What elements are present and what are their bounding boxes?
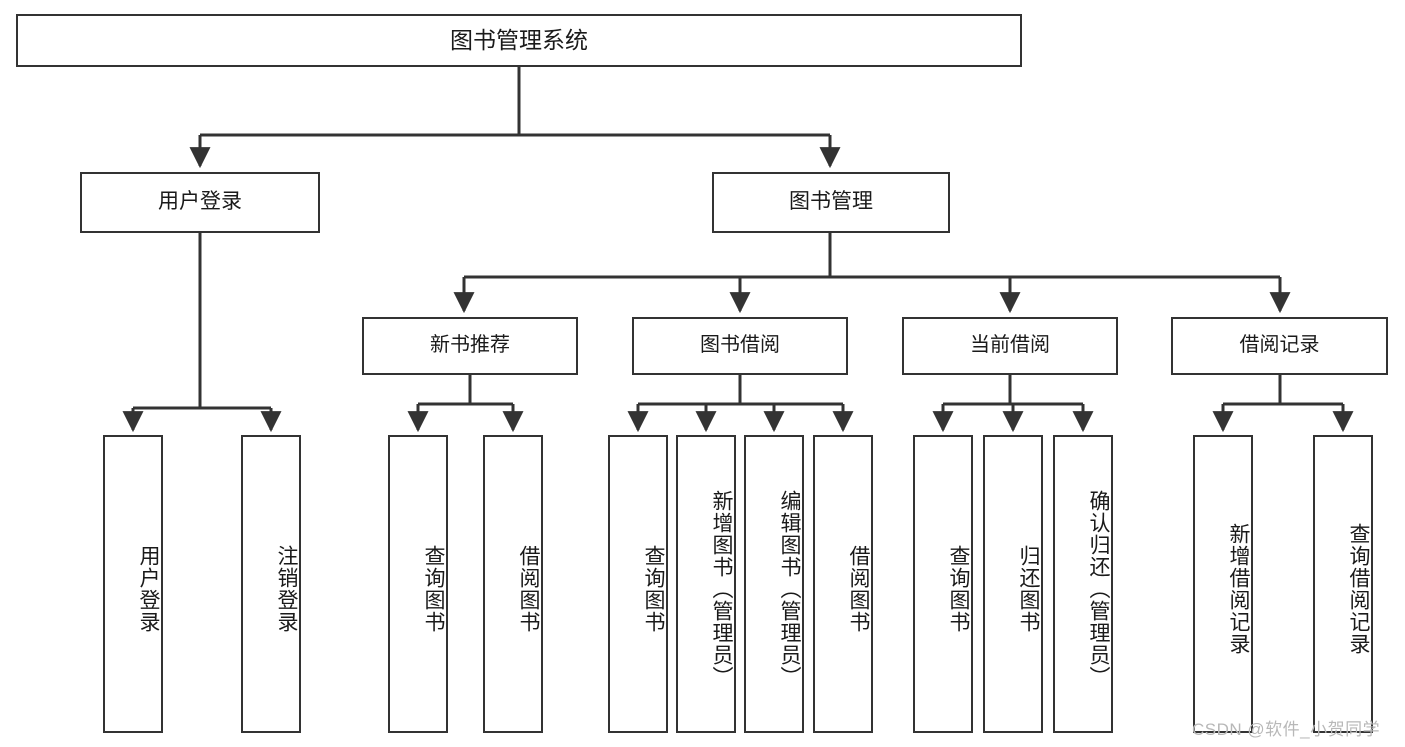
node-leaf-query-book-2-label: 查询图书 [642, 545, 665, 633]
node-leaf-query-book-2[interactable]: 查询图书 [608, 435, 668, 733]
node-new-book-recommend-label: 新书推荐 [430, 334, 510, 357]
node-leaf-borrow-book-2[interactable]: 借阅图书 [813, 435, 873, 733]
node-new-book-recommend[interactable]: 新书推荐 [362, 317, 578, 375]
node-user-login[interactable]: 用户登录 [80, 172, 320, 233]
node-leaf-add-record-label: 新增借阅记录 [1227, 523, 1250, 655]
watermark: CSDN @软件_小贺同学 [1192, 720, 1381, 739]
node-leaf-edit-book-label: 编辑图书（管理员） [778, 490, 801, 688]
node-leaf-user-login[interactable]: 用户登录 [103, 435, 163, 733]
node-book-manage-label: 图书管理 [789, 190, 873, 214]
node-leaf-borrow-book-2-label: 借阅图书 [847, 545, 870, 633]
node-leaf-logout-label: 注销登录 [275, 545, 298, 633]
node-leaf-edit-book[interactable]: 编辑图书（管理员） [744, 435, 804, 733]
node-leaf-query-book-1[interactable]: 查询图书 [388, 435, 448, 733]
node-leaf-borrow-book-1-label: 借阅图书 [517, 545, 540, 633]
node-leaf-query-book-3-label: 查询图书 [947, 545, 970, 633]
node-leaf-return-book-label: 归还图书 [1017, 545, 1040, 633]
node-leaf-borrow-book-1[interactable]: 借阅图书 [483, 435, 543, 733]
node-leaf-add-record[interactable]: 新增借阅记录 [1193, 435, 1253, 733]
node-current-borrow[interactable]: 当前借阅 [902, 317, 1118, 375]
node-borrow-record-label: 借阅记录 [1239, 334, 1320, 357]
node-leaf-add-book[interactable]: 新增图书（管理员） [676, 435, 736, 733]
node-leaf-query-book-3[interactable]: 查询图书 [913, 435, 973, 733]
node-root-label: 图书管理系统 [450, 26, 588, 53]
node-book-manage[interactable]: 图书管理 [712, 172, 950, 233]
node-leaf-return-book[interactable]: 归还图书 [983, 435, 1043, 733]
node-book-borrow-label: 图书借阅 [700, 334, 780, 357]
node-leaf-query-book-1-label: 查询图书 [422, 545, 445, 633]
node-leaf-logout[interactable]: 注销登录 [241, 435, 301, 733]
node-root[interactable]: 图书管理系统 [16, 14, 1022, 67]
node-leaf-query-record-label: 查询借阅记录 [1347, 523, 1370, 655]
node-leaf-confirm-return-label: 确认归还（管理员） [1087, 490, 1110, 688]
node-borrow-record[interactable]: 借阅记录 [1171, 317, 1388, 375]
node-user-login-label: 用户登录 [158, 190, 242, 214]
node-leaf-confirm-return[interactable]: 确认归还（管理员） [1053, 435, 1113, 733]
node-current-borrow-label: 当前借阅 [970, 334, 1050, 357]
node-leaf-query-record[interactable]: 查询借阅记录 [1313, 435, 1373, 733]
node-leaf-user-login-label: 用户登录 [137, 545, 160, 633]
node-leaf-add-book-label: 新增图书（管理员） [710, 490, 733, 688]
node-book-borrow[interactable]: 图书借阅 [632, 317, 848, 375]
